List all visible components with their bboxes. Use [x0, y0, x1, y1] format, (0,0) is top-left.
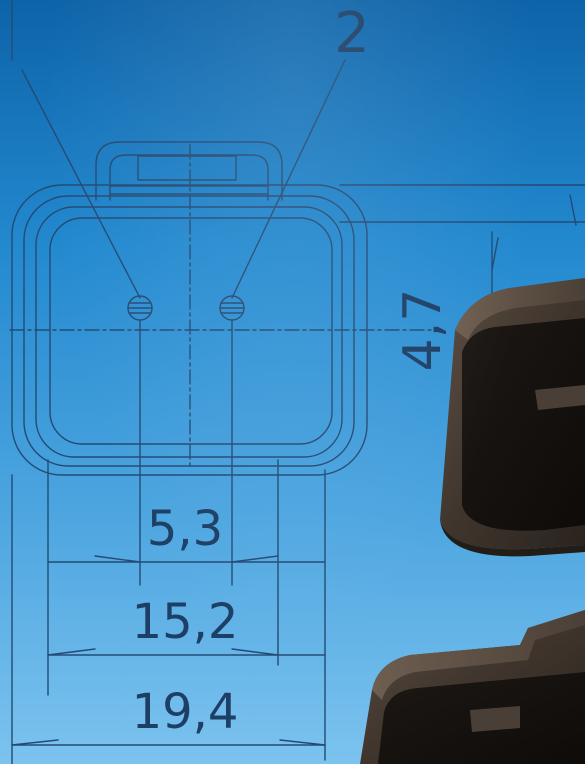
- leader-line-right: [231, 59, 346, 299]
- housing-outline-inner: [35, 206, 343, 458]
- pin-right: [219, 295, 245, 321]
- dimension-label-5-3: 5,3: [147, 501, 223, 557]
- connector-photo-upper: [440, 278, 585, 557]
- dimension-label-15-2: 15,2: [132, 594, 239, 650]
- leader-line-left: [21, 69, 141, 299]
- cavity-outline: [49, 217, 333, 445]
- callout-number: 2: [334, 1, 370, 66]
- dimension-line-5-3: [47, 555, 326, 563]
- dimension-line-15-2: [47, 648, 326, 656]
- dimension-label-19-4: 19,4: [132, 684, 239, 740]
- dimension-line-19-4: [11, 739, 326, 746]
- vertical-dimension-label: 4,7: [393, 289, 453, 372]
- pin-left: [127, 295, 153, 321]
- connector-photo-lower: [360, 610, 585, 764]
- housing-outline-middle: [23, 195, 355, 467]
- latch-outline: [95, 141, 283, 201]
